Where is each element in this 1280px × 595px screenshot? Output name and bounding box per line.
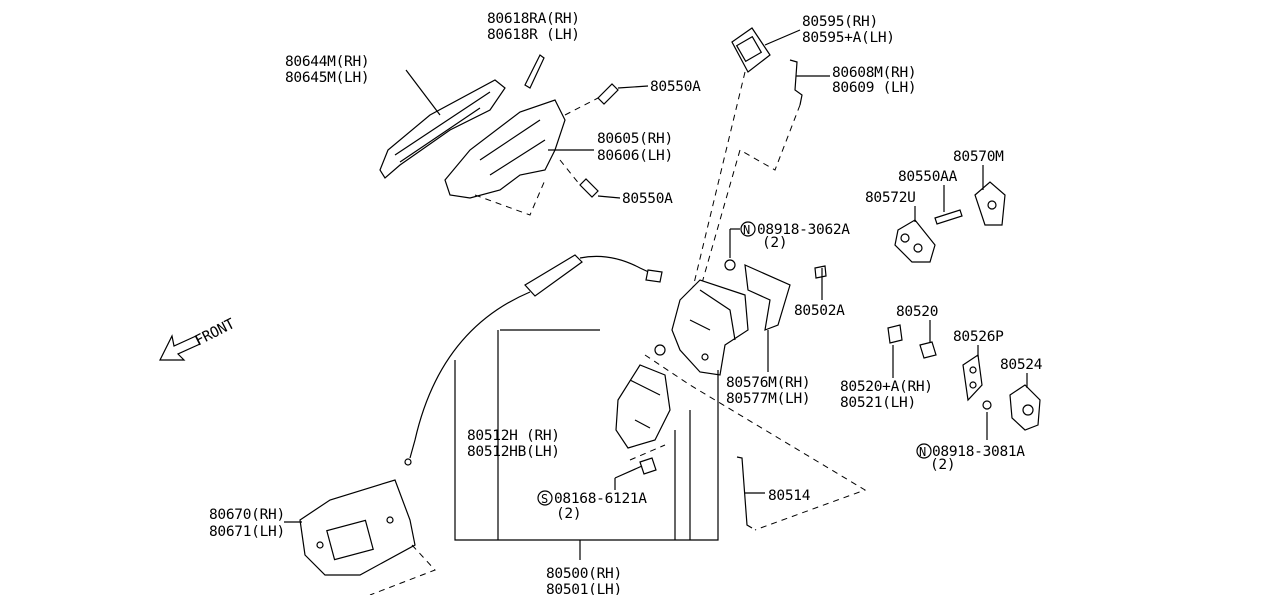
bolt-80550a-bot <box>579 178 599 198</box>
nut-08918-3062a <box>724 259 736 271</box>
plate-80526p-part <box>962 353 983 402</box>
label-08918-3062a: 08918-3062A <box>757 222 850 238</box>
label-08918-3062a-prefix: N <box>743 223 750 237</box>
label-80595: 80595(RH) <box>802 14 878 30</box>
label-80500: 80500(RH) <box>546 566 622 582</box>
lock-plate-part <box>744 264 791 331</box>
rear-latch-part <box>299 479 416 576</box>
n-symbol-icon <box>916 443 932 459</box>
bolt-80550a-top <box>597 83 619 105</box>
front-arrow-icon <box>159 334 201 361</box>
label-80550a-bot: 80550A <box>622 191 673 207</box>
label-80526p: 80526P <box>953 329 1004 345</box>
label-80644m: 80644M(RH) <box>285 54 369 70</box>
label-80520: 80520 <box>896 304 938 320</box>
label-08168-6121a-prefix: S <box>541 492 548 506</box>
label-80618r: 80618R (LH) <box>487 27 580 43</box>
bolt-80550aa <box>934 209 963 225</box>
shim-80572u-part <box>894 219 936 263</box>
label-80570m: 80570M <box>953 149 1004 165</box>
handle-gasket-part <box>524 54 545 89</box>
handle-bracket-part <box>444 99 566 199</box>
lock-knob-escutcheon-part <box>731 27 771 73</box>
label-08168-6121a: 08168-6121A <box>554 491 647 507</box>
label-80512h: 80512H (RH) <box>467 428 560 444</box>
label-80608m: 80608M(RH) <box>832 65 916 81</box>
label-08918-3062a-qty: (2) <box>762 235 787 251</box>
screw-80502a <box>814 265 827 279</box>
label-80606: 80606(LH) <box>597 148 673 164</box>
label-80605: 80605(RH) <box>597 131 673 147</box>
label-80645m: 80645M(LH) <box>285 70 369 86</box>
label-80609: 80609 (LH) <box>832 80 916 96</box>
rod-80514-part <box>736 456 753 529</box>
label-80671: 80671(LH) <box>209 524 285 540</box>
label-80521: 80521(LH) <box>840 395 916 411</box>
label-08918-3081a: 08918-3081A <box>932 444 1025 460</box>
s-symbol-icon <box>537 490 553 506</box>
outside-handle-part <box>379 79 506 179</box>
label-80502a: 80502A <box>794 303 845 319</box>
label-80512hb: 80512HB(LH) <box>467 444 560 460</box>
lock-rod-part <box>789 59 803 106</box>
n-symbol-icon <box>740 221 756 237</box>
striker-80570m-part <box>974 181 1006 226</box>
label-08918-3081a-qty: (2) <box>930 457 955 473</box>
screw-08168-6121a <box>639 457 657 475</box>
label-80501: 80501(LH) <box>546 582 622 595</box>
front-label: FRONT <box>193 316 238 350</box>
clip-80520a-part <box>887 324 903 344</box>
label-80577m: 80577M(LH) <box>726 391 810 407</box>
label-80524: 80524 <box>1000 357 1043 373</box>
label-80572u: 80572U <box>865 190 916 206</box>
label-80576m: 80576M(RH) <box>726 375 810 391</box>
label-80670: 80670(RH) <box>209 507 285 523</box>
label-80550aa: 80550AA <box>898 169 958 185</box>
nut-08918-3081a <box>982 400 992 410</box>
label-80595a: 80595+A(LH) <box>802 30 895 46</box>
label-80618ra: 80618RA(RH) <box>487 11 580 27</box>
striker-80524-part <box>1009 384 1041 431</box>
label-80514: 80514 <box>768 488 811 504</box>
inside-handle-cable-part <box>404 254 663 466</box>
door-lock-assembly-part <box>671 279 749 376</box>
actuator-motor-part <box>615 344 671 449</box>
label-08168-6121a-qty: (2) <box>556 506 581 522</box>
label-80520a: 80520+A(RH) <box>840 379 933 395</box>
label-80550a-top: 80550A <box>650 79 701 95</box>
label-08918-3081a-prefix: N <box>919 445 926 459</box>
bushing-80520-part <box>919 341 937 359</box>
